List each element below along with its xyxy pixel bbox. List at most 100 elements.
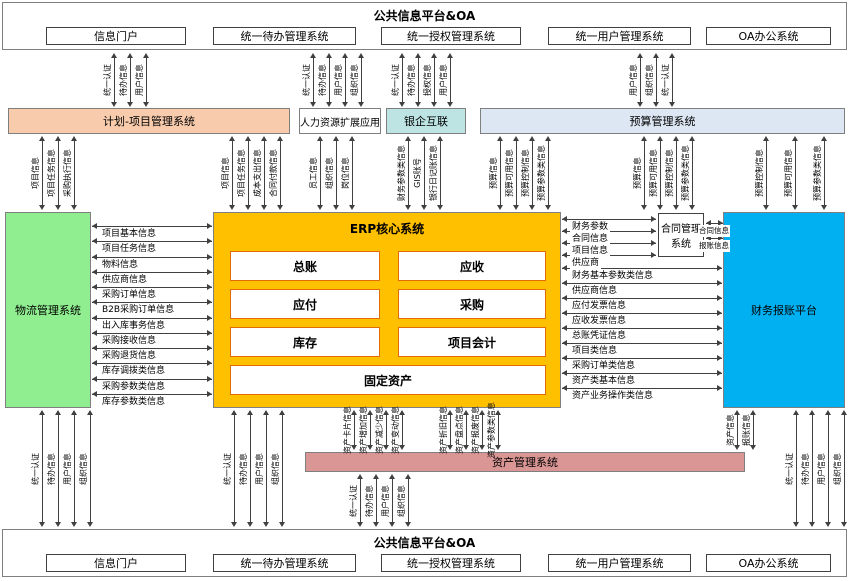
connector: 组织信息 bbox=[271, 410, 287, 527]
connector: 预算参数类信息 bbox=[813, 136, 829, 210]
vertical-double-arrow-icon bbox=[349, 136, 356, 210]
connector-contract-erp: 财务参数合同信息项目信息供应商 bbox=[562, 214, 656, 269]
connector: 采购接收信息 bbox=[92, 328, 212, 347]
connector: 统一认证 bbox=[391, 53, 407, 107]
vertical-double-arrow-icon bbox=[55, 410, 62, 527]
connector-finance-asset: 资产信息报账信息 bbox=[726, 410, 758, 450]
connector: 项目任务信息 bbox=[237, 136, 253, 210]
vertical-double-arrow-icon bbox=[277, 136, 284, 210]
hr-extension-system-box: 人力资源扩展应用 bbox=[299, 108, 381, 134]
connector-budget-erp: 预算信息预算可用信息预算控制信息预算参数类信息 bbox=[489, 136, 553, 210]
connector: 待办信息 bbox=[47, 410, 63, 527]
arrow-label: 供应商信息 bbox=[570, 285, 620, 297]
vertical-double-arrow-icon bbox=[653, 53, 660, 107]
horizontal-double-arrow-icon bbox=[92, 299, 212, 306]
horizontal-double-arrow-icon bbox=[562, 325, 722, 331]
horizontal-double-arrow-icon bbox=[92, 268, 212, 275]
connector: 用户信息 bbox=[629, 53, 645, 107]
vertical-double-arrow-icon bbox=[669, 53, 676, 107]
vertical-double-arrow-icon bbox=[821, 136, 828, 210]
bottom-platform-title: 公共信息平台&OA bbox=[373, 536, 476, 550]
vertical-double-arrow-icon bbox=[399, 53, 406, 107]
horizontal-double-arrow-icon bbox=[92, 314, 212, 321]
connector: 库存调拨类信息 bbox=[92, 358, 212, 378]
horizontal-double-arrow-icon bbox=[562, 385, 722, 391]
connector: 采购参数类信息 bbox=[92, 374, 212, 393]
arrow-label: 采购订单类信息 bbox=[570, 360, 638, 372]
vertical-double-arrow-icon bbox=[55, 136, 62, 210]
top-auth-box: 统一授权管理系统 bbox=[381, 27, 521, 45]
connector: 岗位信息 bbox=[341, 136, 357, 210]
horizontal-double-arrow-icon bbox=[562, 310, 722, 316]
connector: 待办信息 bbox=[119, 53, 135, 107]
erp-module-general-ledger: 总账 bbox=[230, 251, 380, 281]
connector: 统一认证 bbox=[103, 53, 119, 107]
vertical-double-arrow-icon bbox=[673, 136, 680, 210]
vertical-double-arrow-icon bbox=[463, 410, 470, 450]
erp-core-system-box: ERP核心系统 总账 应收 应付 采购 库存 项目会计 固定资产 bbox=[213, 212, 561, 408]
connector-top-hr: 统一认证待办信息用户信息组织信息 bbox=[302, 53, 366, 107]
vertical-double-arrow-icon bbox=[383, 410, 390, 450]
vertical-double-arrow-icon bbox=[247, 410, 254, 527]
vertical-double-arrow-icon bbox=[841, 410, 848, 527]
arrow-label: 采购订单信息 bbox=[100, 289, 159, 302]
vertical-double-arrow-icon bbox=[657, 136, 664, 210]
connector: 待办信息 bbox=[365, 474, 381, 527]
vertical-double-arrow-icon bbox=[333, 136, 340, 210]
horizontal-double-arrow-icon bbox=[92, 360, 212, 367]
vertical-double-arrow-icon bbox=[793, 410, 800, 527]
connector: 统一认证 bbox=[302, 53, 318, 107]
connector: 组织信息 bbox=[350, 53, 366, 107]
connector: 预算参数类信息 bbox=[537, 136, 553, 210]
connector: 统一认证 bbox=[785, 410, 801, 527]
arrow-label: 库存调拨类信息 bbox=[100, 365, 168, 378]
horizontal-double-arrow-icon bbox=[92, 284, 212, 291]
top-user-box: 统一用户管理系统 bbox=[548, 27, 691, 45]
vertical-double-arrow-icon bbox=[317, 136, 324, 210]
connector: 待办信息 bbox=[239, 410, 255, 527]
vertical-double-arrow-icon bbox=[447, 53, 454, 107]
connector: 组织信息 bbox=[397, 474, 413, 527]
vertical-double-arrow-icon bbox=[641, 136, 648, 210]
bank-link-system-box: 银企互联 bbox=[386, 108, 466, 134]
horizontal-double-arrow-icon bbox=[562, 370, 722, 376]
horizontal-double-arrow-icon bbox=[706, 235, 723, 241]
vertical-double-arrow-icon bbox=[792, 136, 799, 210]
vertical-double-arrow-icon bbox=[367, 410, 374, 450]
connector: 项目信息 bbox=[221, 136, 237, 210]
connector-top-plan: 统一认证待办信息用户信息 bbox=[103, 53, 151, 107]
connector: 统一认证 bbox=[31, 410, 47, 527]
connector-budget-contract: 预算信息预算可用信息预算控制信息预算参数类信息 bbox=[633, 136, 697, 210]
connector: 合同付款信息 bbox=[269, 136, 285, 210]
erp-title: ERP核心系统 bbox=[349, 222, 425, 236]
connector: 资产盘点信息 bbox=[455, 406, 471, 454]
connector: 报账信息 bbox=[742, 410, 758, 450]
connector: 待办信息 bbox=[318, 53, 334, 107]
vertical-double-arrow-icon bbox=[261, 136, 268, 210]
arrow-label: B2B采购订单信息 bbox=[100, 304, 177, 317]
vertical-double-arrow-icon bbox=[87, 410, 94, 527]
vertical-double-arrow-icon bbox=[310, 53, 317, 107]
arrow-label: 项目信息 bbox=[570, 245, 611, 257]
connector: 银行日记账信息 bbox=[429, 136, 445, 210]
vertical-double-arrow-icon bbox=[545, 136, 552, 210]
arrow-label: 总账凭证信息 bbox=[570, 330, 629, 342]
horizontal-double-arrow-icon bbox=[92, 329, 212, 336]
connector: 资产减少信息 bbox=[375, 406, 391, 454]
connector: 用户信息 bbox=[817, 410, 833, 527]
connector: 供应商信息 bbox=[562, 278, 722, 297]
arrow-label: 项目任务信息 bbox=[100, 243, 159, 256]
connector-top-auth: 统一认证待办信息授权信息用户信息 bbox=[391, 53, 455, 107]
connector: 合同信息 bbox=[698, 218, 730, 237]
erp-module-payables: 应付 bbox=[230, 289, 380, 319]
top-platform-band: 公共信息平台&OA 信息门户 统一待办管理系统 统一授权管理系统 统一用户管理系… bbox=[2, 2, 847, 50]
vertical-double-arrow-icon bbox=[358, 53, 365, 107]
vertical-double-arrow-icon bbox=[399, 410, 406, 450]
horizontal-double-arrow-icon bbox=[92, 223, 212, 229]
vertical-double-arrow-icon bbox=[513, 136, 520, 210]
connector: 预算控制信息 bbox=[755, 136, 771, 210]
vertical-double-arrow-icon bbox=[431, 53, 438, 107]
connector: 采购订单类信息 bbox=[562, 353, 722, 372]
horizontal-double-arrow-icon bbox=[92, 253, 212, 260]
